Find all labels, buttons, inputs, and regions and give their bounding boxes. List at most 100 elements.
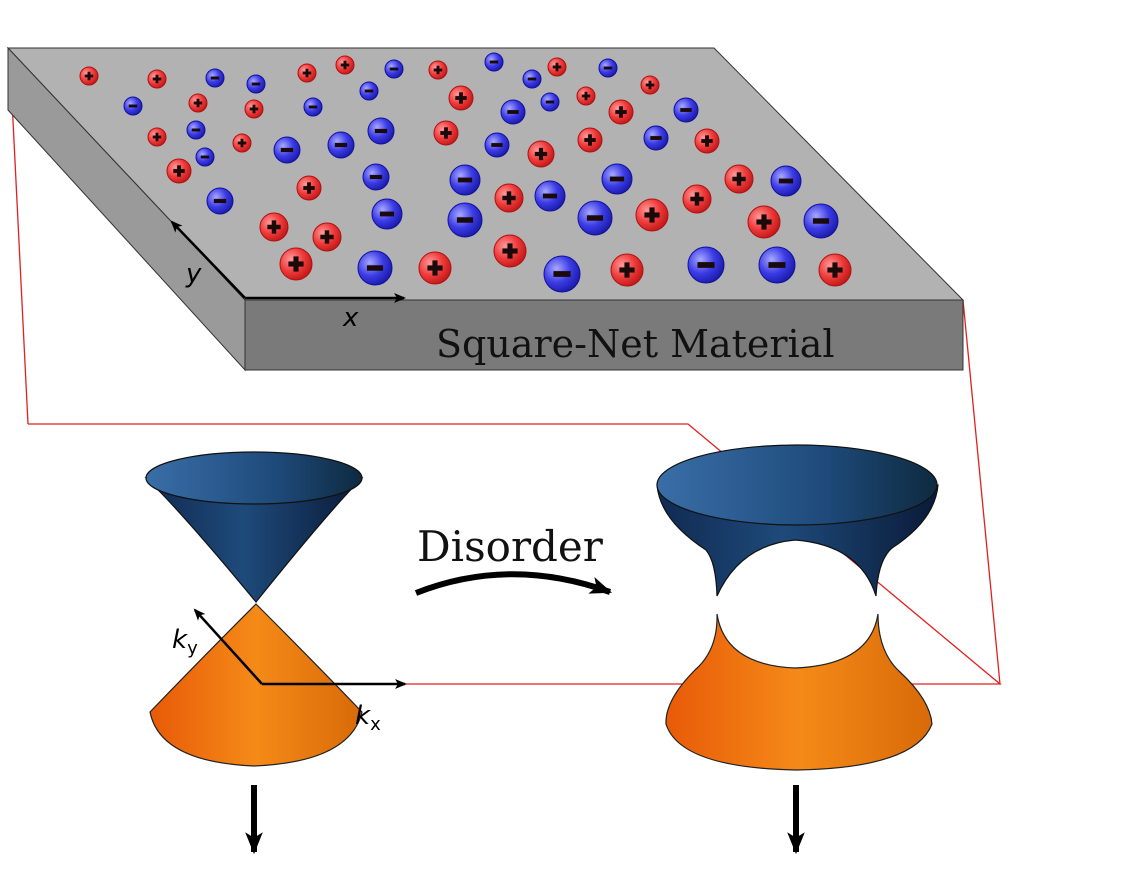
charge-positive-icon bbox=[747, 205, 781, 239]
charge-symbol-bar bbox=[680, 108, 692, 112]
charge-positive-icon bbox=[635, 198, 669, 232]
charge-symbol-bar bbox=[586, 215, 604, 221]
charge-symbol-bar bbox=[778, 178, 794, 184]
charge-negative-icon bbox=[673, 97, 699, 123]
charge-symbol-bar bbox=[832, 262, 838, 278]
charge-negative-icon bbox=[123, 96, 143, 116]
slab-y-label: y bbox=[185, 259, 202, 289]
charge-negative-icon bbox=[384, 59, 404, 79]
charge-positive-icon bbox=[312, 222, 342, 252]
charge-negative-icon bbox=[484, 52, 504, 72]
slab-y-axis bbox=[170, 220, 246, 299]
ky-label-base: k bbox=[172, 625, 188, 655]
charge-positive-icon bbox=[232, 133, 252, 153]
charge-positive-icon bbox=[608, 99, 634, 125]
gapped-surface bbox=[656, 444, 939, 771]
charge-positive-icon bbox=[433, 120, 459, 146]
charge-negative-icon bbox=[601, 163, 633, 195]
kx-label-base: k bbox=[355, 701, 371, 731]
gapped-upper-rim bbox=[656, 444, 938, 526]
ky-axis bbox=[193, 608, 263, 685]
charge-symbol-bar bbox=[87, 71, 91, 81]
charge-positive-icon bbox=[147, 69, 167, 89]
charge-positive-icon bbox=[259, 212, 289, 242]
charge-negative-icon bbox=[758, 246, 796, 284]
charge-positive-icon bbox=[493, 234, 527, 268]
charge-negative-icon bbox=[770, 165, 802, 197]
charge-symbol-bar bbox=[177, 165, 181, 177]
charge-positive-icon bbox=[279, 247, 313, 281]
charge-symbol-bar bbox=[588, 134, 592, 146]
charge-negative-icon bbox=[598, 58, 618, 78]
charge-symbol-bar bbox=[650, 136, 662, 140]
charge-symbol-bar bbox=[648, 80, 652, 90]
charge-symbol-bar bbox=[240, 138, 244, 148]
charge-negative-icon bbox=[371, 198, 403, 230]
charge-symbol-bar bbox=[538, 147, 544, 161]
charge-negative-icon bbox=[195, 147, 215, 167]
slab-label: Square-Net Material bbox=[436, 322, 835, 366]
charge-symbol-bar bbox=[649, 207, 655, 223]
charge-negative-icon bbox=[206, 187, 234, 215]
charge-symbol-bar bbox=[705, 135, 709, 147]
charge-negative-icon bbox=[362, 163, 390, 191]
charge-symbol-bar bbox=[324, 230, 330, 244]
charge-symbol-bar bbox=[196, 98, 200, 108]
charge-symbol-bar bbox=[280, 147, 294, 153]
charge-symbol-bar bbox=[191, 128, 201, 132]
charge-negative-icon bbox=[540, 92, 560, 112]
charge-symbol-bar bbox=[366, 265, 384, 271]
dirac-lower-cone bbox=[149, 603, 363, 767]
charge-negative-icon bbox=[577, 200, 613, 236]
charge-symbol-bar bbox=[432, 260, 438, 276]
charge-positive-icon bbox=[79, 66, 99, 86]
charge-negative-icon bbox=[186, 120, 206, 140]
charge-positive-icon bbox=[577, 127, 603, 153]
kx-label-sub: x bbox=[370, 714, 381, 735]
charge-positive-icon bbox=[527, 140, 555, 168]
charge-symbol-bar bbox=[155, 74, 159, 84]
dirac-cone bbox=[144, 451, 364, 767]
charge-positive-icon bbox=[188, 93, 208, 113]
charge-negative-icon bbox=[273, 136, 301, 164]
charge-symbol-bar bbox=[619, 106, 623, 118]
dirac-upper-cone bbox=[144, 477, 364, 603]
charge-symbol-bar bbox=[128, 104, 138, 108]
charge-negative-icon bbox=[357, 250, 393, 286]
charge-symbol-bar bbox=[812, 218, 830, 224]
charge-negative-icon bbox=[246, 74, 266, 94]
charge-symbol-bar bbox=[459, 92, 463, 104]
charge-positive-icon bbox=[296, 175, 322, 201]
charge-negative-icon bbox=[303, 97, 323, 117]
charge-positive-icon bbox=[694, 128, 720, 154]
charge-positive-icon bbox=[244, 99, 264, 119]
charge-symbol-bar bbox=[603, 66, 613, 70]
slab-axes: x y bbox=[170, 220, 406, 333]
charge-symbol-bar bbox=[545, 100, 555, 104]
charge-symbol-bar bbox=[609, 176, 625, 182]
charge-negative-icon bbox=[643, 125, 669, 151]
charge-symbol-bar bbox=[379, 211, 395, 217]
charge-negative-icon bbox=[449, 164, 481, 196]
charge-negative-icon bbox=[484, 132, 510, 158]
charge-symbol-bar bbox=[369, 174, 383, 180]
charge-negative-icon bbox=[327, 131, 355, 159]
charge-symbol-bar bbox=[768, 262, 786, 268]
charge-symbol-bar bbox=[155, 132, 159, 142]
charge-symbol-bar bbox=[271, 220, 277, 234]
charge-negative-icon bbox=[522, 69, 542, 89]
charge-symbol-bar bbox=[307, 182, 311, 194]
dirac-upper-rim bbox=[145, 451, 363, 505]
charge-negative-icon bbox=[687, 246, 725, 284]
charge-symbol-bar bbox=[624, 262, 630, 278]
charge-positive-icon bbox=[448, 85, 474, 111]
disorder-label: Disorder bbox=[417, 522, 604, 571]
charge-symbol-bar bbox=[334, 142, 348, 148]
charge-symbol-bar bbox=[542, 193, 558, 199]
charge-positive-icon bbox=[818, 253, 852, 287]
charge-positive-icon bbox=[682, 184, 712, 214]
charge-symbol-bar bbox=[507, 110, 519, 114]
charge-positive-icon bbox=[610, 253, 644, 287]
charge-negative-icon bbox=[500, 99, 526, 125]
